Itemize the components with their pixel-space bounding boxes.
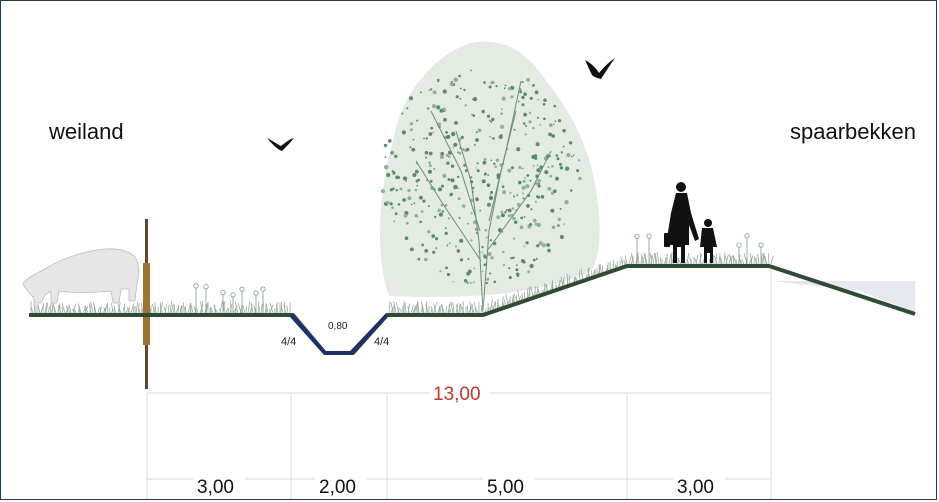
left-area-label: weiland — [48, 119, 124, 144]
segment-dimension: 3,00 — [677, 477, 714, 498]
slope-left-label: 4/4 — [281, 336, 296, 348]
right-area-label: spaarbekken — [790, 119, 916, 144]
wildflowers — [193, 233, 764, 313]
fence-post-band — [143, 263, 150, 345]
ditch-depth-label: 0,80 — [328, 321, 348, 332]
reservoir-water — [771, 281, 915, 313]
ditch-profile — [289, 313, 389, 355]
segment-dimension: 5,00 — [487, 477, 524, 498]
segment-dimension: 2,00 — [319, 477, 356, 498]
tree-trunk — [415, 80, 552, 312]
segment-dimensions: 3,00 2,00 5,00 3,00 — [193, 469, 725, 499]
cow-illustration — [22, 248, 140, 304]
child-silhouette — [700, 219, 717, 263]
bird-left-icon — [267, 138, 294, 151]
tree-foliage — [380, 69, 582, 285]
total-width-label: 13,00 — [433, 384, 481, 405]
adult-silhouette — [664, 182, 699, 263]
slope-right-label: 4/4 — [374, 336, 389, 348]
bird-right-icon — [585, 58, 615, 79]
segment-dimension: 3,00 — [197, 477, 234, 498]
